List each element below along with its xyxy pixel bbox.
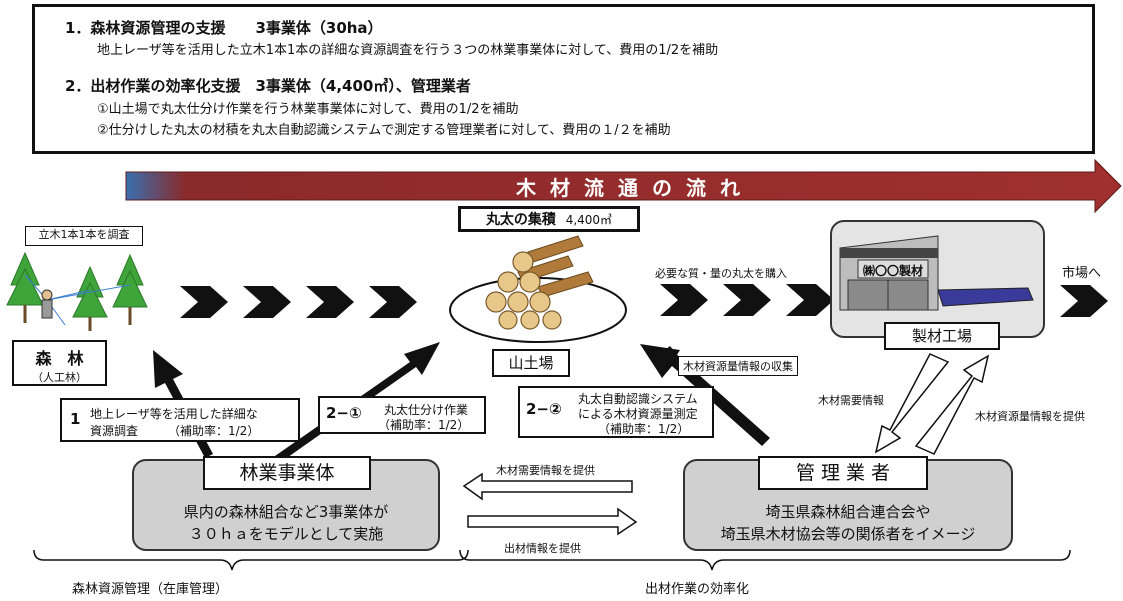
item2-sub1: ①山土場で丸太仕分け作業を行う林業事業体に対して、費用の1/2を補助 xyxy=(97,102,519,117)
market-chevron xyxy=(1060,285,1108,317)
flow-label: 木材流通の流れ xyxy=(516,176,754,200)
forestry-line2: ３０ｈａをモデルとして実施 xyxy=(188,525,384,543)
support-21-line2: （補助率：1/2） xyxy=(378,418,470,432)
item2-heading: 2．出材作業の効率化支援 3事業体（4,400㎥）、管理業者 xyxy=(65,77,471,95)
forest-illustration xyxy=(6,251,148,331)
supply-info-label: 木材資源量情報を提供 xyxy=(975,410,1085,423)
support-1-line2: 資源調査 （補助率：1/2） xyxy=(90,424,260,438)
output-provide-label: 出材情報を提供 xyxy=(504,542,581,555)
logs-label: 丸太の集積 xyxy=(485,212,556,228)
purchase-label: 必要な質・量の丸太を購入 xyxy=(655,267,787,280)
support-22-line2: による木材資源量測定 xyxy=(578,407,698,421)
chevron-arrows-right xyxy=(660,284,834,316)
logs-label-box: 丸太の集積 4,400㎥ xyxy=(458,206,640,232)
manager-title: 管 理 業 者 xyxy=(758,456,928,490)
item2-sub2: ②仕分けした丸太の材積を丸太自動認識システムで測定する管理業者に対して、費用の１… xyxy=(97,123,671,138)
log-pile-illustration xyxy=(449,235,627,343)
support-22-box: 2−② 丸太自動認識システム による木材資源量測定 （補助率：1/2） xyxy=(518,386,714,438)
support-22-num: 2−② xyxy=(526,400,562,418)
manager-line1: 埼玉県森林組合連合会や xyxy=(765,503,931,521)
forestry-title: 林業事業体 xyxy=(203,456,371,490)
support-21-num: 2−① xyxy=(326,404,362,422)
forestry-panel: 県内の森林組合など3事業体が ３０ｈａをモデルとして実施 xyxy=(132,459,440,551)
forestry-line1: 県内の森林組合など3事業体が xyxy=(183,503,389,521)
middle-info-arrows xyxy=(462,472,638,536)
collect-label: 木材資源量情報の収集 xyxy=(678,356,798,376)
support-1-line1: 地上レーザ等を活用した詳細な xyxy=(90,407,258,421)
support-1-num: 1 xyxy=(70,410,81,428)
manager-line2: 埼玉県木材協会等の関係者をイメージ xyxy=(720,525,976,543)
forest-box: 森 林 （人工林） xyxy=(12,340,107,386)
wood-flow-arrow xyxy=(125,158,1122,214)
support-21-line1: 丸太仕分け作業 xyxy=(384,403,469,417)
item1-text: 地上レーザ等を活用した立木1本1本の詳細な資源調査を行う３つの林業事業体に対して… xyxy=(97,43,719,58)
support-21-box: 2−① 丸太仕分け作業 （補助率：1/2） xyxy=(318,396,486,434)
support-22-line3: （補助率：1/2） xyxy=(598,422,690,436)
market-label: 市場へ xyxy=(1062,266,1102,281)
sawmill-illustration xyxy=(839,235,1034,311)
sawmill-box: 製材工場 xyxy=(884,322,1000,350)
manager-panel: 埼玉県森林組合連合会や 埼玉県木材協会等の関係者をイメージ xyxy=(683,459,1013,551)
summary-box: 1．森林資源管理の支援 3事業体（30ha） 地上レーザ等を活用した立木1本1本… xyxy=(32,4,1095,154)
logs-amount: 4,400㎥ xyxy=(565,213,613,227)
support-22-line1: 丸太自動認識システム xyxy=(578,392,698,406)
footer-right: 出材作業の効率化 xyxy=(645,582,750,597)
forest-subtitle: （人工林） xyxy=(32,371,87,384)
bottom-brackets xyxy=(33,549,1071,571)
forest-title: 森 林 xyxy=(35,349,84,368)
survey-label: 立木1本1本を調査 xyxy=(25,226,143,246)
yard-box: 山土場 xyxy=(492,349,570,377)
info-exchange-arrows xyxy=(874,353,990,455)
item1-heading: 1．森林資源管理の支援 3事業体（30ha） xyxy=(65,19,383,37)
demand-info-label: 木材需要情報 xyxy=(818,394,884,407)
chevron-arrows-left xyxy=(180,286,417,318)
sawmill-sign: ㈱〇〇製材 xyxy=(863,264,924,278)
demand-provide-label: 木材需要情報を提供 xyxy=(496,464,595,477)
footer-left: 森林資源管理（在庫管理） xyxy=(72,582,229,597)
support-1-box: 1 地上レーザ等を活用した詳細な 資源調査 （補助率：1/2） xyxy=(60,398,300,442)
